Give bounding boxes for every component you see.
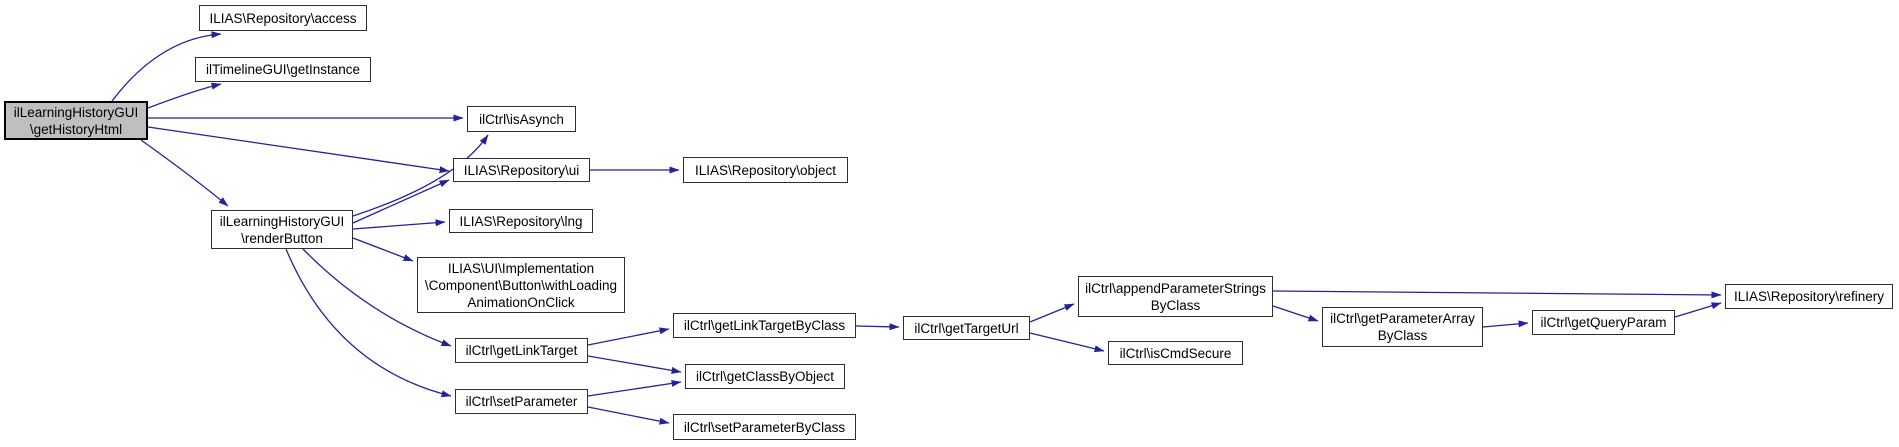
edge-setParameter-to-setParameterByClass <box>587 406 670 425</box>
node-withLoading[interactable]: ILIAS\UI\Implementation \Component\Butto… <box>417 257 625 313</box>
node-lng[interactable]: ILIAS\Repository\lng <box>449 209 593 233</box>
node-setParameter[interactable]: ilCtrl\setParameter <box>455 389 588 414</box>
node-access[interactable]: ILIAS\Repository\access <box>199 5 367 31</box>
node-ui[interactable]: ILIAS\Repository\ui <box>453 158 590 182</box>
edge-appendParameterStringsByClass-to-refinery <box>1272 290 1722 299</box>
edge-getParameterArrayByClass-to-getQueryParam <box>1482 320 1529 328</box>
edge-getLinkTarget-to-getClassByObject <box>587 355 682 374</box>
node-getLinkTarget[interactable]: ilCtrl\getLinkTarget <box>455 338 588 363</box>
node-refinery[interactable]: ILIAS\Repository\refinery <box>1725 284 1893 309</box>
node-getTargetUrl[interactable]: ilCtrl\getTargetUrl <box>903 316 1030 340</box>
node-appendParameterStringsByClass[interactable]: ilCtrl\appendParameterStrings ByClass <box>1078 276 1273 317</box>
node-getParameterArrayByClass[interactable]: ilCtrl\getParameterArray ByClass <box>1322 307 1483 347</box>
node-renderButton[interactable]: ilLearningHistoryGUI \renderButton <box>211 210 353 249</box>
edge-getQueryParam-to-refinery <box>1674 302 1722 318</box>
edge-renderButton-to-ui <box>352 179 450 224</box>
node-getLinkTargetByClass[interactable]: ilCtrl\getLinkTargetByClass <box>673 313 856 338</box>
edge-setParameter-to-getClassByObject <box>587 379 682 397</box>
node-getQueryParam[interactable]: ilCtrl\getQueryParam <box>1532 310 1675 335</box>
edge-getLinkTarget-to-getLinkTargetByClass <box>587 327 670 346</box>
edge-appendParameterStringsByClass-to-getParameterArrayByClass <box>1272 305 1319 322</box>
edge-getTargetUrl-to-isCmdSecure <box>1029 332 1105 353</box>
edge-getHistoryHtml-to-ui <box>147 126 450 174</box>
edge-getHistoryHtml-to-access <box>111 31 222 102</box>
node-isCmdSecure[interactable]: ilCtrl\isCmdSecure <box>1108 341 1243 365</box>
edge-getLinkTargetByClass-to-getTargetUrl <box>855 323 900 331</box>
node-setParameterByClass[interactable]: ilCtrl\setParameterByClass <box>673 414 856 440</box>
edge-getHistoryHtml-to-getInstance <box>147 82 222 109</box>
node-isAsynch[interactable]: ilCtrl\isAsynch <box>467 106 576 132</box>
edge-renderButton-to-withLoading <box>352 237 414 262</box>
node-object[interactable]: ILIAS\Repository\object <box>683 157 848 183</box>
edge-renderButton-to-setParameter <box>285 248 452 398</box>
edge-renderButton-to-lng <box>352 219 446 230</box>
edge-renderButton-to-isAsynch <box>352 134 489 217</box>
edge-renderButton-to-getLinkTarget <box>302 248 452 347</box>
edge-getTargetUrl-to-appendParameterStringsByClass <box>1029 303 1075 323</box>
node-getClassByObject[interactable]: ilCtrl\getClassByObject <box>685 364 845 389</box>
edge-getHistoryHtml-to-renderButton <box>140 139 229 207</box>
node-getHistoryHtml[interactable]: ilLearningHistoryGUI \getHistoryHtml <box>4 101 148 140</box>
node-getInstance[interactable]: ilTimelineGUI\getInstance <box>195 57 371 82</box>
